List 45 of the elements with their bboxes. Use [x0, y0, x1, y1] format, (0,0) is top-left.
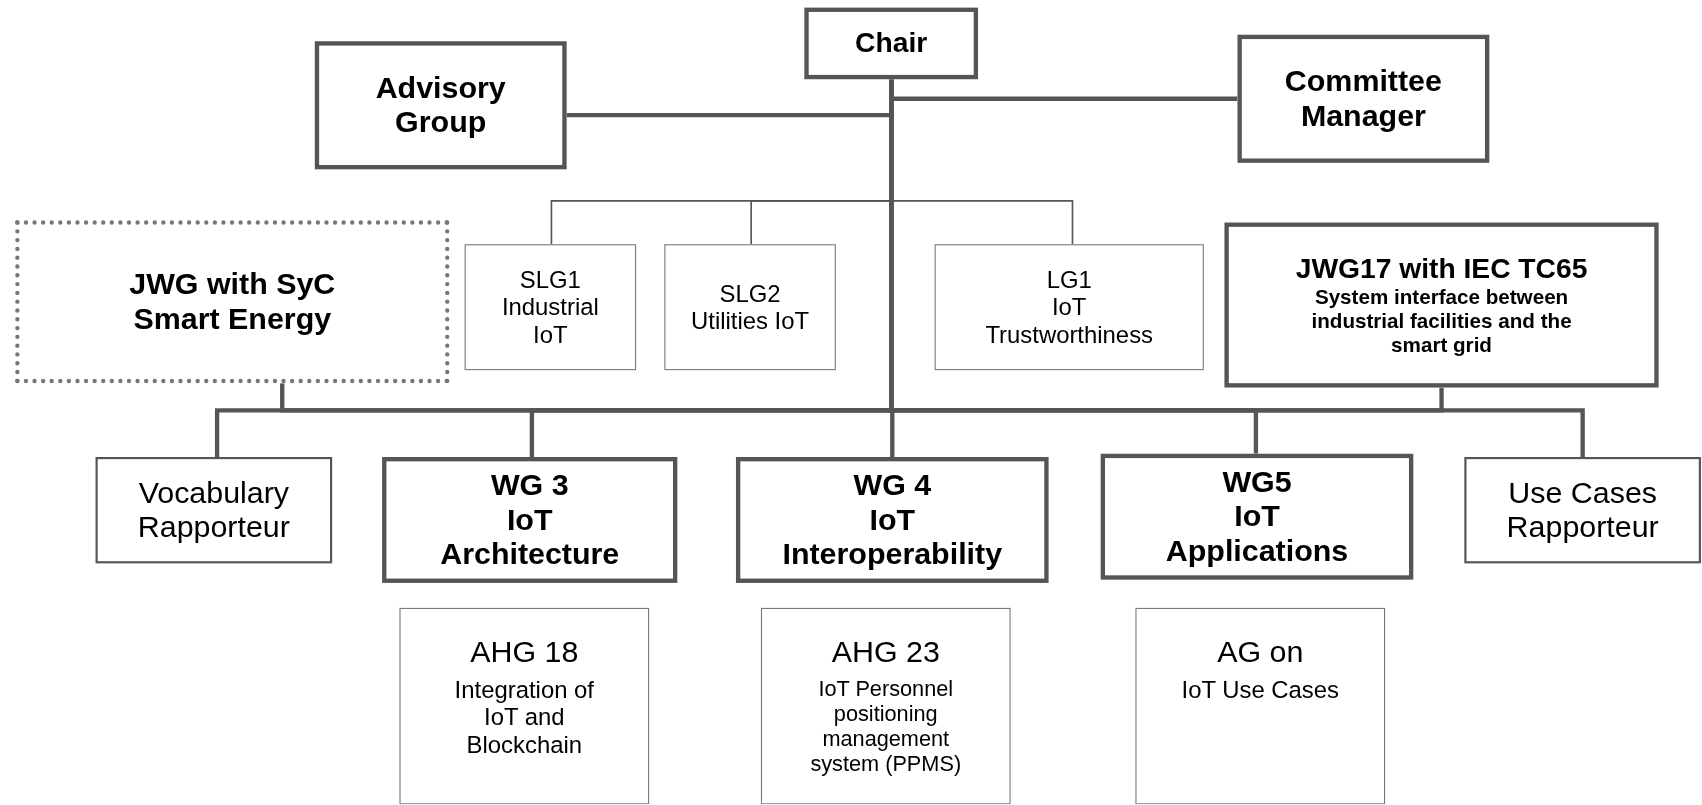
box-title: WG 4	[853, 467, 932, 503]
box-description: Architecture	[440, 537, 620, 573]
box-description: Industrial IoT	[500, 293, 600, 349]
box-description: Interoperability	[782, 537, 1003, 573]
box-title: JWG with SyC Smart Energy	[128, 266, 337, 337]
rapporteur-box	[1464, 457, 1701, 564]
box-description: Applications	[1165, 534, 1349, 570]
box-description: IoT	[506, 502, 553, 538]
box-description: System interface between industrial facilities and the smart grid	[1310, 285, 1573, 357]
joint-group-box	[1224, 222, 1659, 388]
box-title: Chair	[855, 27, 928, 60]
box-title: WG5	[1222, 464, 1292, 500]
box-title: Advisory Group	[374, 70, 507, 141]
box-description: Utilities IoT	[691, 307, 810, 335]
group-box	[664, 244, 836, 371]
box-description: Integration of IoT and Blockchain	[453, 676, 595, 759]
box-title: SLG1	[519, 266, 581, 294]
rapporteur-box	[95, 457, 333, 564]
joint-group-box	[15, 220, 450, 384]
group-box	[934, 244, 1204, 371]
ad-hoc-group-box	[760, 607, 1011, 805]
box-description: IoT	[1234, 499, 1280, 535]
manager-box	[1237, 34, 1490, 163]
working-group-box	[735, 457, 1049, 583]
group-box	[464, 244, 637, 371]
box-title: AG on	[1217, 635, 1304, 670]
box-title: LG1	[1046, 266, 1092, 294]
box-description: IoT Personnel positioning management system (PPMS)	[809, 676, 963, 777]
box-description: IoT Trustworthiness	[984, 293, 1155, 349]
chair-box	[804, 7, 979, 80]
box-title: Use Cases Rapporteur	[1505, 475, 1660, 546]
box-title: Vocabulary Rapporteur	[136, 475, 291, 546]
ad-hoc-group-box	[399, 607, 650, 805]
working-group-box	[382, 457, 678, 583]
working-group-box	[1100, 453, 1414, 580]
ad-hoc-group-box	[1135, 607, 1386, 805]
box-title: SLG2	[719, 279, 781, 308]
box-title: Committee Manager	[1283, 63, 1443, 134]
box-title: WG 3	[490, 467, 569, 503]
box-description: IoT	[869, 502, 916, 538]
box-title: AHG 23	[831, 635, 940, 670]
box-title: AHG 18	[470, 635, 579, 670]
box-title: JWG17 with IEC TC65	[1295, 253, 1588, 286]
group-box	[314, 41, 567, 170]
box-description: IoT Use Cases	[1181, 676, 1339, 704]
